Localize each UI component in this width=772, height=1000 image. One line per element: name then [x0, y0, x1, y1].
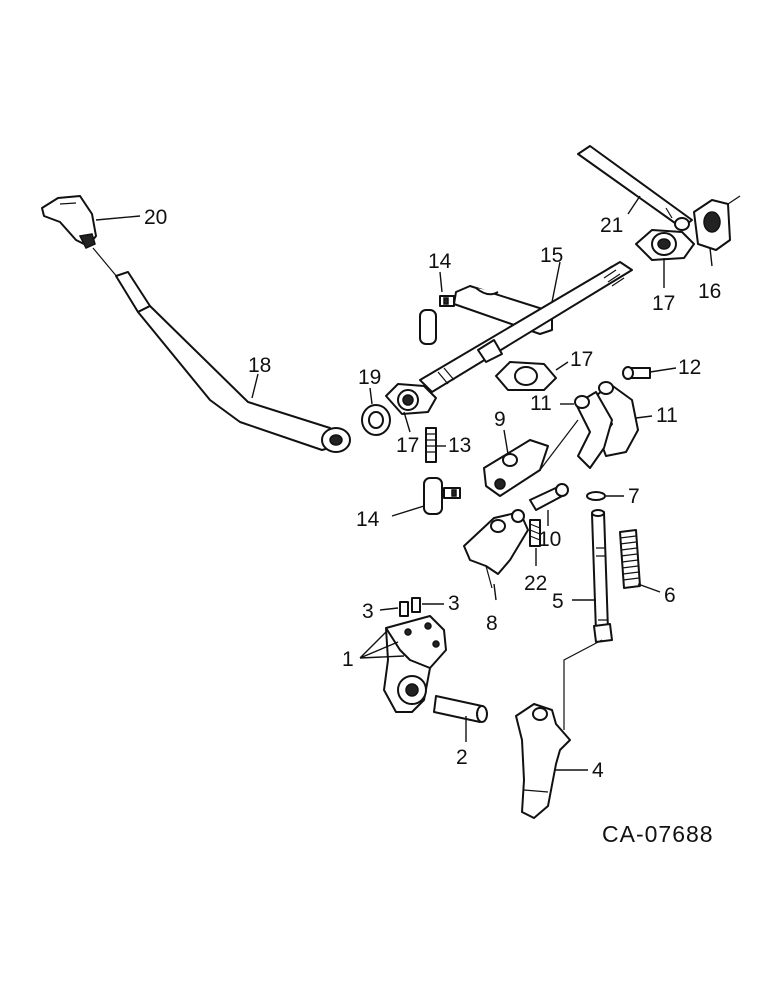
part-11-interlock-plates — [574, 381, 639, 469]
callout-22: 22 — [524, 572, 547, 595]
part-18-shift-lever — [92, 247, 351, 453]
part-2-pin — [433, 695, 488, 723]
callout-1: 1 — [342, 648, 354, 671]
part-17-middle-bearing — [495, 361, 557, 391]
callout-15: 15 — [540, 244, 563, 267]
callout-20: 20 — [144, 206, 167, 229]
callout-2: 2 — [456, 746, 468, 769]
part-22-spring — [529, 519, 541, 547]
callout-3a: 3 — [362, 600, 374, 623]
part-16-bearing-block — [693, 195, 741, 251]
callout-5: 5 — [552, 590, 564, 613]
callout-17c: 17 — [570, 348, 593, 371]
leader-9 — [503, 429, 509, 455]
part-8-shift-fork — [463, 509, 529, 589]
callout-14a: 14 — [428, 250, 452, 273]
leader-6 — [637, 583, 661, 593]
part-15-cross-shaft — [419, 261, 633, 393]
leader-3a — [379, 607, 399, 611]
leader-17a — [403, 411, 411, 433]
leader-17c — [555, 361, 569, 371]
part-17-left-bearing — [385, 383, 437, 415]
callout-10: 10 — [538, 528, 561, 551]
callout-19: 19 — [358, 366, 381, 389]
part-7-washer — [586, 491, 606, 501]
callout-11b: 11 — [656, 404, 678, 427]
part-5-shift-rail — [563, 509, 613, 730]
callout-4: 4 — [592, 759, 604, 782]
part-14-bottom-screw — [423, 477, 461, 515]
part-21-rod — [577, 145, 693, 231]
leader-8 — [493, 583, 497, 601]
leader-19 — [369, 387, 373, 405]
callout-14b: 14 — [356, 508, 380, 531]
callout-8: 8 — [486, 612, 498, 635]
callout-6: 6 — [664, 584, 676, 607]
drawing-code: CA-07688 — [602, 821, 714, 847]
callout-12: 12 — [678, 356, 701, 379]
leader-11b — [635, 415, 653, 419]
part-6-spring — [619, 529, 641, 589]
leader-12 — [649, 367, 677, 373]
leader-20 — [95, 215, 141, 221]
part-10-bolt — [529, 483, 569, 511]
leader-16 — [709, 247, 713, 267]
part-20-knob — [41, 195, 97, 249]
callout-3b: 3 — [448, 592, 460, 615]
part-4-fork-arm — [515, 703, 571, 819]
callout-7: 7 — [628, 485, 640, 508]
leader-21 — [627, 195, 641, 215]
part-3-pins — [399, 597, 421, 617]
callout-16: 16 — [698, 280, 721, 303]
part-9-bracket — [483, 419, 579, 497]
callout-21: 21 — [600, 214, 623, 237]
part-19-bushing — [361, 404, 391, 436]
callout-13: 13 — [448, 434, 471, 457]
part-14-top-screw — [419, 295, 455, 345]
part-13-pin — [425, 427, 437, 463]
callout-17b: 17 — [652, 292, 675, 315]
part-17-top-right-bearing — [635, 229, 695, 261]
leader-15 — [551, 261, 561, 303]
callout-18: 18 — [248, 354, 271, 377]
callout-11a: 11 — [530, 392, 552, 415]
part-12-bolt — [622, 366, 651, 380]
callout-17a: 17 — [396, 434, 419, 457]
leader-14b — [391, 505, 425, 517]
leader-18 — [251, 373, 259, 399]
leader-14a — [439, 271, 443, 293]
callout-9: 9 — [494, 408, 506, 431]
leader-1 — [359, 629, 405, 659]
part-1-housing — [383, 615, 447, 713]
